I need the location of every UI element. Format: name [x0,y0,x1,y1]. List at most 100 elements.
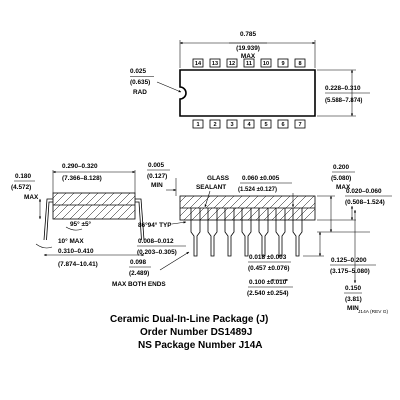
top-width-mm: (5.588–7.874) [325,98,362,104]
pin-number: 7 [298,122,301,128]
pin-box [243,119,255,129]
pin-number: 2 [213,122,216,128]
top-length-max: MAX [241,53,256,60]
side-angle-typ: 86°94° TYP [138,221,172,229]
pin-box [277,119,289,129]
end-angle: 95° ±5° [70,220,92,228]
pin-number: 6 [281,122,284,128]
side-view: 0.005 (0.127) MIN GLASS SEALANT 0.060 ±0… [112,162,392,315]
pin-box [260,58,272,68]
side-end-in: 0.005 [148,162,164,169]
pin-number: 9 [281,61,284,67]
notch-radius-mm: (0.635) [130,79,150,86]
sealant-leader [204,190,211,208]
side-body-hatching [179,195,316,221]
end-height-mm: (4.572) [11,184,31,191]
end-angle-max: 10° MAX [58,237,84,245]
caption: Ceramic Dual-In-Line Package (J) Order N… [110,314,268,351]
pin-box [260,119,272,129]
side-lead [258,208,269,257]
pin-box [243,58,255,68]
side-end-mm: (0.127) [147,173,167,180]
side-pitch-mm: (2.540 ±0.254) [247,290,289,297]
end-row-in: 0.310–0.410 [58,248,94,255]
sealant-label: SEALANT [196,184,226,191]
side-bend-leader [159,251,190,271]
pin-box [209,58,221,68]
caption-line-2: Order Number DS1489J [140,327,252,338]
top-width-in: 0.228–0.310 [325,85,361,92]
end-height-in: 0.180 [15,173,31,180]
side-bend-mm: (2.489) [129,270,149,277]
pin-box [294,58,306,68]
side-bend-note: MAX BOTH ENDS [112,281,166,288]
side-end-min: MIN [151,182,163,189]
notch-radius-rad: RAD [133,89,147,96]
side-w-in: 0.018 ±0.003 [249,254,287,261]
pin-box [192,119,204,129]
pin-number: 10 [263,61,269,67]
pin-number: 4 [247,122,251,128]
top-length-in: 0.785 [240,31,256,38]
pin-number: 12 [229,61,235,67]
end-body-hatching [52,192,136,220]
end-row-mm: (7.874–10.41) [58,261,98,268]
side-lead [190,208,201,257]
top-pin-row: 14 13 12 11 10 9 8 [192,58,306,68]
end-height-max: MAX [24,194,39,201]
pin-box [226,119,238,129]
side-lead [292,208,303,257]
side-w-mm: (0.457 ±0.076) [248,265,290,272]
side-pitch-in: 0.100 ±0.010 [249,279,287,286]
caption-line-3: NS Package Number J14A [138,340,263,351]
side-lead [241,208,252,257]
side-seat-mm: (5.080) [331,175,351,182]
side-min-in: 0.150 [345,285,361,292]
pin-number: 1 [196,122,199,128]
end-left-lead [43,198,53,241]
end-angle-arc [65,226,83,231]
pin-number: 14 [195,61,202,67]
side-len-mm: (3.175–5.080) [330,268,370,275]
side-min-label: MIN [347,305,359,312]
pin-number: 3 [230,122,233,128]
side-leads [190,208,303,257]
pin-box [226,58,238,68]
bottom-pin-row: 1 2 3 4 5 6 7 [192,119,306,129]
side-min-mm: (3.81) [345,296,362,303]
revision-label: J14A (REV G) [358,309,389,315]
side-lead [207,208,218,257]
side-seat-in: 0.200 [333,164,349,171]
side-len-in: 0.125–0.200 [331,257,367,264]
side-top-pitch-mm: (1.524 ±0.127) [238,187,277,193]
end-body-width-in: 0.290–0.320 [62,163,98,170]
notch-radius-in: 0.025 [130,68,146,75]
end-right-lead [135,198,145,241]
pin-box [294,119,306,129]
pin-number: 8 [298,61,301,67]
top-length-mm: (19.939) [236,45,260,52]
notch-leader [156,81,182,93]
pin-number: 5 [264,122,267,128]
end-body-width-mm: (7.366–8.128) [62,175,102,182]
pin-number: 13 [212,61,218,67]
side-lead [275,208,286,257]
top-view-body-outline [179,69,316,117]
pin-box [209,119,221,129]
side-angle-leader [171,221,187,225]
side-lead-mm: (0.508–1.524) [345,199,385,206]
caption-line-1: Ceramic Dual-In-Line Package (J) [110,314,268,325]
side-seat-max: MAX [336,184,351,191]
side-bend-in: 0.098 [130,259,146,266]
glass-label: GLASS [207,175,230,182]
pin-box [192,58,204,68]
side-thick-in: 0.008–0.012 [138,238,174,245]
end-angle-max-arc [35,243,53,249]
side-top-pitch-in: 0.060 ±0.005 [242,175,280,182]
pin-number: 11 [246,61,252,67]
side-thick-mm: (0.203–0.305) [137,249,177,256]
pin-box [277,58,289,68]
end-view: 0.290–0.320 (7.366–8.128) [11,163,145,268]
side-lead [224,208,235,257]
